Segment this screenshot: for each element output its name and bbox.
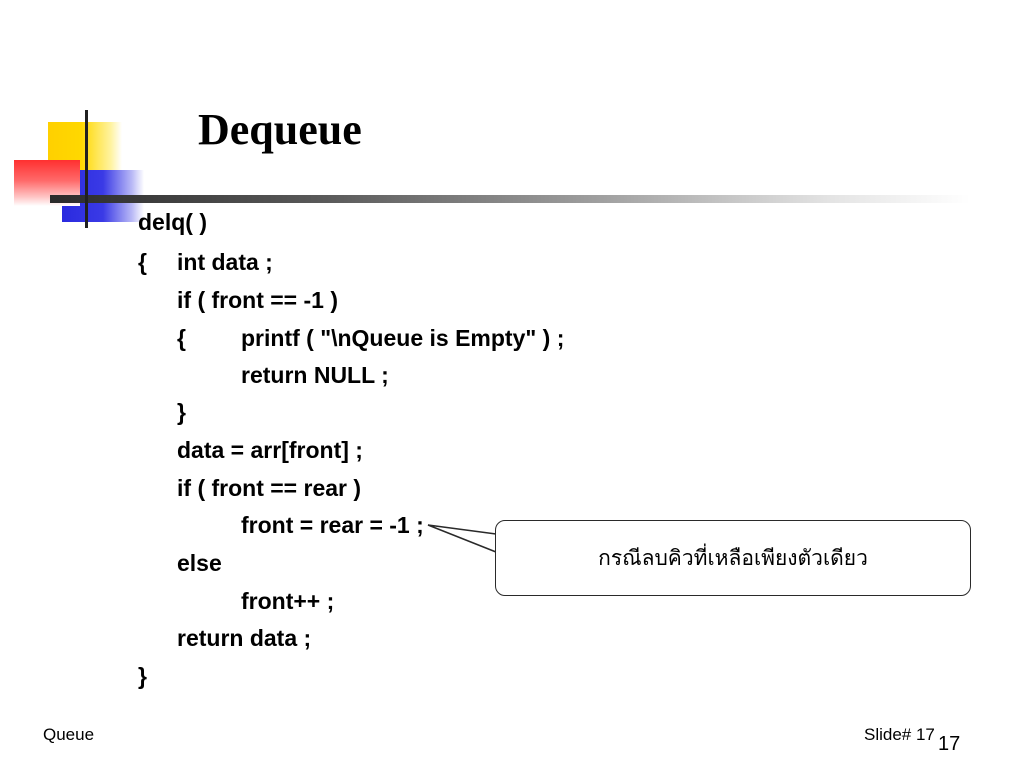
code-line: data = arr[front] ; (177, 437, 363, 463)
code-line: int data ; (177, 249, 273, 275)
page-number: 17 (938, 733, 961, 755)
code-line: if ( front == rear ) (177, 475, 362, 501)
code-line: { (138, 249, 147, 275)
slide-title: Dequeue (198, 105, 362, 154)
footer-slide-label: Slide# 17 (864, 725, 935, 744)
code-line: else (177, 550, 222, 576)
code-line: } (138, 663, 147, 689)
code-line: { (177, 325, 186, 351)
code-line: if ( front == -1 ) (177, 287, 338, 313)
code-line: delq( ) (138, 209, 207, 235)
decor-vertical-line (85, 110, 88, 228)
callout-box: กรณีลบคิวที่เหลือเพียงตัวเดียว (495, 520, 971, 596)
callout-text: กรณีลบคิวที่เหลือเพียงตัวเดียว (598, 545, 868, 570)
code-line: return NULL ; (241, 362, 389, 388)
code-line: } (177, 399, 186, 425)
title-underline-bar (50, 195, 970, 203)
code-line: printf ( "\nQueue is Empty" ) ; (241, 325, 565, 351)
code-line: front = rear = -1 ; (241, 512, 424, 538)
code-line: front++ ; (241, 588, 335, 614)
code-line: return data ; (177, 625, 312, 651)
footer-topic: Queue (43, 725, 95, 744)
